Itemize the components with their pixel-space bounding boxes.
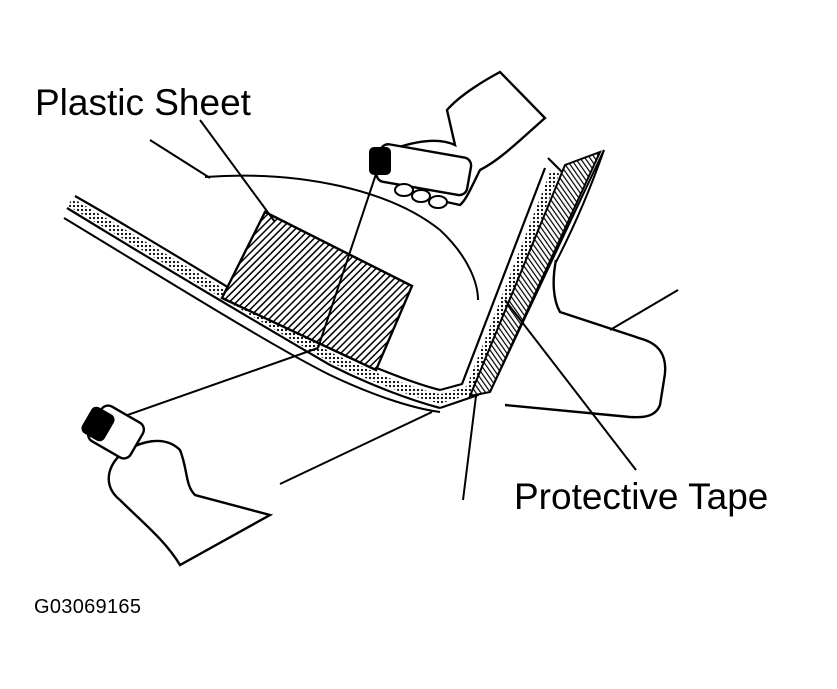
cutting-wire-upper	[317, 167, 379, 349]
body-panel-line-lower	[279, 411, 433, 485]
windshield-molding-outer	[66, 207, 441, 410]
upper-finger-2	[411, 189, 431, 203]
figure-code-label: G03069165	[34, 596, 142, 618]
cutting-wire-lower	[101, 347, 319, 425]
upper-grip-cap	[369, 147, 391, 175]
upper-finger-1	[394, 183, 414, 197]
leader-line-glass	[149, 139, 211, 179]
plastic-sheet-label: Plastic Sheet	[35, 82, 251, 123]
pillar-molding-inner	[439, 167, 547, 392]
lower-grip-cap	[81, 406, 115, 442]
pillar-outer-edge	[489, 149, 605, 393]
protective-tape-strip	[468, 150, 602, 398]
panel-extension-line	[609, 289, 679, 331]
windshield-molding-band	[67, 198, 442, 404]
windshield-molding-bottom	[63, 217, 441, 413]
plastic-sheet	[220, 210, 414, 372]
pillar-edge-line	[462, 395, 477, 501]
upper-finger-3	[428, 195, 448, 209]
pillar-rear-edge	[555, 149, 605, 263]
leader-line-protective-tape	[504, 299, 637, 471]
leader-line-plastic-sheet	[199, 119, 276, 223]
windshield-glass-outline	[204, 174, 479, 301]
door-side-panel	[504, 259, 667, 419]
protective-tape-label: Protective Tape	[514, 476, 769, 517]
pillar-molding-band	[438, 170, 560, 404]
lower-hand	[107, 439, 274, 567]
